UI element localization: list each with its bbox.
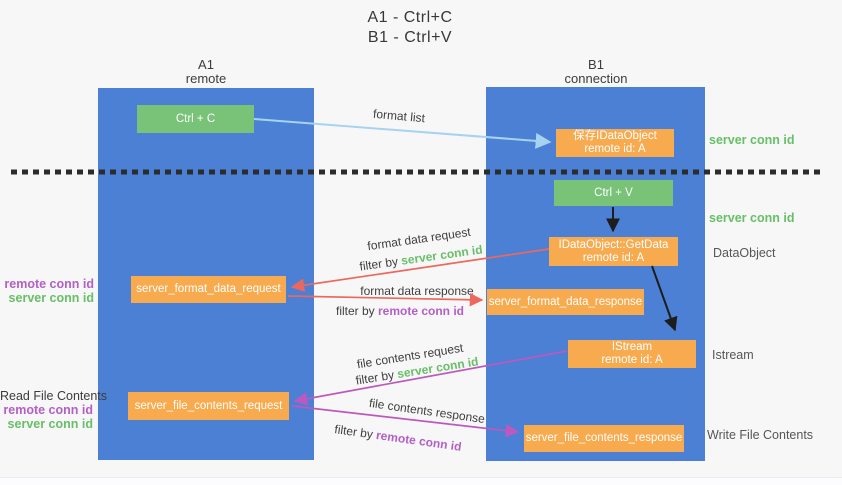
label-group-format-ids: remote conn id server conn id [0, 277, 94, 305]
label-file-contents-response: file contents response [368, 395, 486, 427]
label-remote-conn-id-left2: remote conn id [3, 403, 93, 417]
lifeline-b1-subtitle: connection [564, 71, 628, 86]
remote-conn-id-text: remote conn id [378, 304, 465, 318]
label-dataobject: DataObject [713, 246, 776, 260]
label-istream: Istream [712, 348, 754, 362]
label-server-conn-id-left2: server conn id [7, 417, 93, 431]
lifeline-a1-name: A1 [198, 57, 214, 72]
node-server-file-contents-response: server_file_contents_response [524, 425, 684, 452]
label-server-conn-id-left1: server conn id [8, 291, 94, 305]
bottom-edge-strip [0, 477, 842, 485]
node-format-request-label: server_format_data_request [136, 283, 281, 295]
label-format-data-response: format data response [360, 284, 474, 298]
filter-by-text: filter by [358, 253, 403, 274]
node-file-response-label: server_file_contents_response [525, 432, 683, 444]
node-getdata-line1: IDataObject::GetData [558, 238, 669, 251]
label-group-file-ids: Read File Contents remote conn id server… [0, 389, 108, 431]
node-save-idataobject-line1: 保存IDataObject [573, 130, 657, 142]
label-filter-remote-conn-id-1: filter by remote conn id [336, 304, 464, 318]
filter-by-text: filter by [335, 304, 378, 318]
label-remote-conn-id-left1: remote conn id [4, 277, 94, 291]
node-istream-line1: IStream [611, 341, 653, 353]
node-ctrl-c-label: Ctrl + C [175, 112, 216, 125]
title-line-1: A1 - Ctrl+C [367, 9, 453, 26]
label-server-conn-id-top-right: server conn id [709, 133, 795, 147]
label-format-list: format list [372, 106, 426, 126]
node-server-format-data-response: server_format_data_response [487, 289, 644, 315]
node-istream-line2: remote id: A [601, 354, 663, 366]
node-ctrl-c: Ctrl + C [137, 105, 254, 133]
lifeline-b1-name: B1 [588, 57, 604, 72]
remote-conn-id-text: remote conn id [375, 428, 463, 454]
diagram-title: A1 - Ctrl+C B1 - Ctrl+V [310, 8, 510, 48]
lifeline-a1-subtitle: remote [185, 71, 227, 86]
node-istream: IStream remote id: A [568, 340, 696, 368]
lifeline-header-a1: A1 remote [146, 58, 266, 86]
label-write-file-contents: Write File Contents [707, 428, 814, 442]
label-read-file-contents: Read File Contents [0, 389, 108, 403]
node-server-file-contents-request: server_file_contents_request [128, 392, 289, 420]
title-line-2: B1 - Ctrl+V [367, 29, 453, 46]
node-file-request-label: server_file_contents_request [134, 399, 283, 412]
node-ctrl-v-label: Ctrl + V [594, 186, 633, 199]
filter-by-text: filter by [333, 422, 378, 442]
node-save-idataobject-line2: remote id: A [584, 143, 646, 155]
node-ctrl-v: Ctrl + V [554, 180, 673, 206]
lifeline-header-b1: B1 connection [536, 58, 656, 86]
node-save-idataobject: 保存IDataObject remote id: A [556, 129, 674, 157]
node-format-response-label: server_format_data_response [488, 295, 643, 308]
node-idataobject-getdata: IDataObject::GetData remote id: A [549, 237, 678, 266]
node-getdata-line2: remote id: A [582, 251, 645, 264]
label-filter-remote-conn-id-2: filter by remote conn id [334, 422, 463, 454]
label-server-conn-id-mid-right: server conn id [709, 211, 795, 225]
node-server-format-data-request: server_format_data_request [131, 276, 286, 303]
